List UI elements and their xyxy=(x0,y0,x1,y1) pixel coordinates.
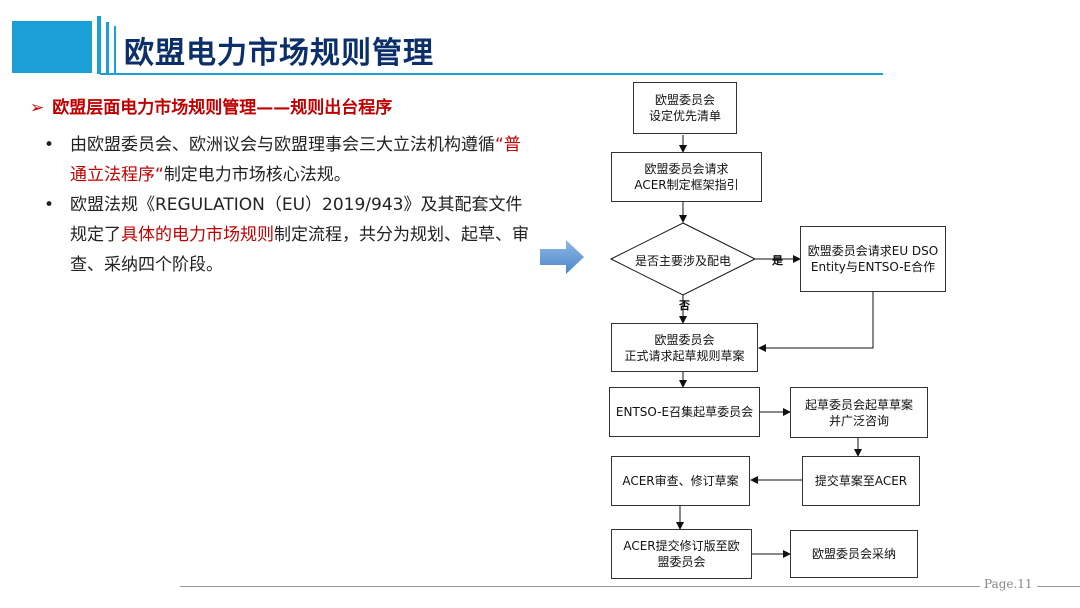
flow-box-submit-acer: 提交草案至ACER xyxy=(802,456,920,506)
body-text: • 由欧盟委员会、欧洲议会与欧盟理事会三大立法机构遵循“普通立法程序“制定电力市场… xyxy=(44,130,534,280)
footer-divider xyxy=(1035,586,1080,587)
section-heading-text: 欧盟层面电力市场规则管理——规则出台程序 xyxy=(52,98,393,118)
footer-divider xyxy=(180,586,980,587)
flow-box-acer-submit-ec: ACER提交修订版至欧 盟委员会 xyxy=(611,529,752,579)
decision-label: 是否主要涉及配电 xyxy=(634,254,731,268)
bullet-dot-icon: • xyxy=(44,135,55,155)
bullet-highlight: 具体的电力市场规则 xyxy=(121,225,274,245)
flow-box-set-priority: 欧盟委员会 设定优先清单 xyxy=(633,82,737,134)
bullet-text: 制定流程，共分为规划、起草、审查、采纳四个阶段。 xyxy=(70,225,529,275)
bullet-item: • 由欧盟委员会、欧洲议会与欧盟理事会三大立法机构遵循“普通立法程序“制定电力市场… xyxy=(44,130,534,190)
bullet-text: 制定电力市场核心法规。 xyxy=(163,165,351,185)
flow-box-request-acer: 欧盟委员会请求 ACER制定框架指引 xyxy=(611,152,762,202)
flow-box-ec-adopt: 欧盟委员会采纳 xyxy=(790,530,918,578)
right-arrow-icon xyxy=(540,240,584,274)
title-decoration-stripe xyxy=(114,26,116,74)
bullet-highlight: “普通立法程序“ xyxy=(70,135,521,185)
flow-box-entsoe-committee: ENTSO-E召集起草委员会 xyxy=(609,387,760,437)
bullet-item: • 欧盟法规《REGULATION（EU）2019/943》及其配套文件规定了具体… xyxy=(44,190,534,280)
title-decoration-stripe xyxy=(97,16,101,74)
bullet-dot-icon: • xyxy=(44,195,55,215)
connector-arrow xyxy=(758,292,874,352)
title-underline xyxy=(100,73,883,75)
flow-box-request-dso: 欧盟委员会请求EU DSO Entity与ENTSO-E合作 xyxy=(800,226,946,292)
page-title: 欧盟电力市场规则管理 xyxy=(124,36,434,71)
title-decoration-stripe xyxy=(106,22,109,74)
no-label: 否 xyxy=(679,299,690,312)
section-arrow-icon: ➢ xyxy=(30,98,45,118)
yes-label: 是 xyxy=(772,254,783,267)
page-number: Page.11 xyxy=(980,577,1037,591)
flow-box-draft-consult: 起草委员会起草草案 并广泛咨询 xyxy=(790,387,928,438)
bullet-text: 欧盟法规《REGULATION（EU）2019/943》及其配套文件规定了 xyxy=(70,195,523,245)
flow-box-formal-request: 欧盟委员会 正式请求起草规则草案 xyxy=(611,323,758,372)
bullet-text: 由欧盟委员会、欧洲议会与欧盟理事会三大立法机构遵循 xyxy=(70,135,495,155)
title-decoration-block xyxy=(12,21,92,73)
section-heading: ➢ 欧盟层面电力市场规则管理——规则出台程序 xyxy=(30,93,392,118)
flow-box-acer-review: ACER审查、修订草案 xyxy=(611,456,750,506)
